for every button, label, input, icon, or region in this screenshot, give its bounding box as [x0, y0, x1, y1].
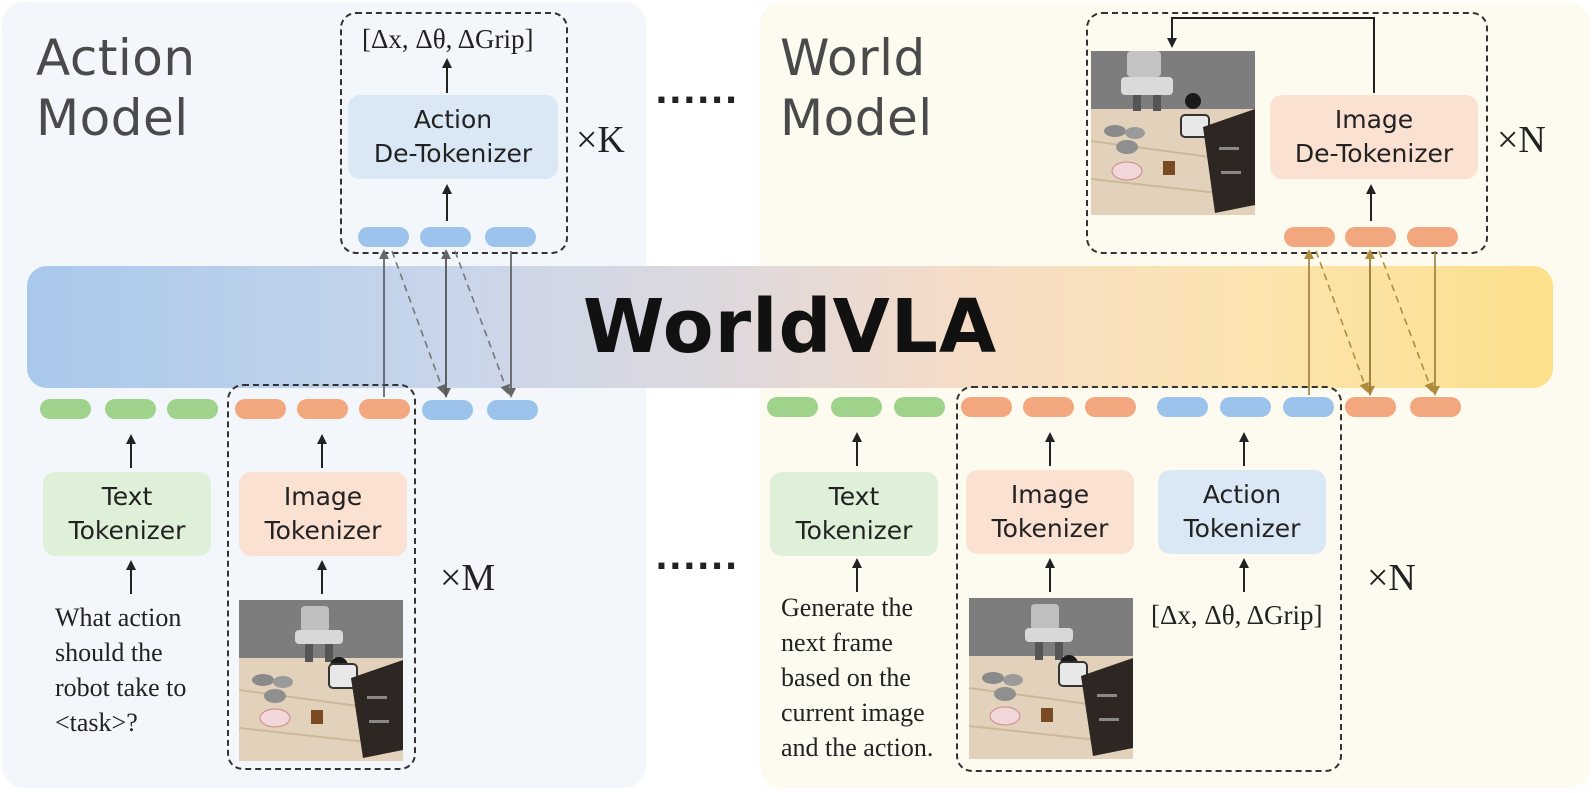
text-token: [831, 397, 882, 417]
generated-scene-image: [1091, 51, 1255, 215]
image-token: [1085, 397, 1136, 417]
action-output-token: [358, 227, 409, 247]
world-prompt: Generate the next frame based on the cur…: [781, 593, 934, 762]
text-token: [40, 399, 91, 419]
image-tokenizer-group: [227, 384, 416, 770]
image-detokenizer-repeat: ×N: [1497, 119, 1546, 161]
action-token: [487, 400, 538, 420]
worldvla-banner: [27, 266, 1553, 388]
text-token: [167, 399, 218, 419]
text-token: [105, 399, 156, 419]
action-input-label: [Δx, Δθ, ΔGrip]: [1151, 600, 1323, 630]
action-output-token: [485, 227, 536, 247]
action-output-label: [Δx, Δθ, ΔGrip]: [362, 24, 534, 54]
image-token: [961, 397, 1012, 417]
text-tokenizer-box: Text Tokenizer: [770, 472, 938, 556]
banner-title: WorldVLA: [582, 284, 998, 370]
action-detokenizer-group: [340, 12, 568, 254]
ellipsis-bottom: ......: [655, 538, 739, 578]
text-token: [894, 397, 945, 417]
action-prompt: What action should the robot take to <ta…: [55, 603, 187, 737]
action-tokenizer-repeat: ×N: [1367, 557, 1416, 599]
image-detokenizer-box: Image De-Tokenizer: [1270, 95, 1478, 179]
robot-scene-image: [239, 600, 403, 761]
image-token: [1410, 397, 1461, 417]
image-token: [1345, 397, 1396, 417]
action-detokenizer-box: Action De-Tokenizer: [348, 95, 558, 179]
generated-image-token: [1407, 227, 1458, 247]
generated-image-token: [1284, 227, 1335, 247]
action-token: [1220, 397, 1271, 417]
image-token: [235, 399, 286, 419]
robot-scene-image: [969, 598, 1133, 759]
action-token: [1157, 397, 1208, 417]
image-tokenizer-box: Image Tokenizer: [966, 470, 1134, 554]
image-tokenizer-box: Image Tokenizer: [239, 472, 407, 556]
image-tokenizer-repeat: ×M: [440, 557, 496, 599]
image-token: [359, 399, 410, 419]
ellipsis-top: ......: [655, 72, 739, 112]
action-detokenizer-repeat: ×K: [576, 119, 625, 161]
image-token: [1023, 397, 1074, 417]
action-model-title: Action Model: [36, 29, 196, 147]
action-tokenizer-box: Action Tokenizer: [1158, 470, 1326, 554]
action-token: [1283, 397, 1334, 417]
generated-image-token: [1345, 227, 1396, 247]
image-detokenizer-group: [1086, 12, 1488, 254]
image-token: [297, 399, 348, 419]
text-token: [767, 397, 818, 417]
action-output-token: [420, 227, 471, 247]
world-model-title: World Model: [780, 29, 933, 147]
image-action-tokenizer-group: [956, 386, 1342, 772]
text-tokenizer-box: Text Tokenizer: [43, 472, 211, 556]
action-token: [422, 400, 473, 420]
